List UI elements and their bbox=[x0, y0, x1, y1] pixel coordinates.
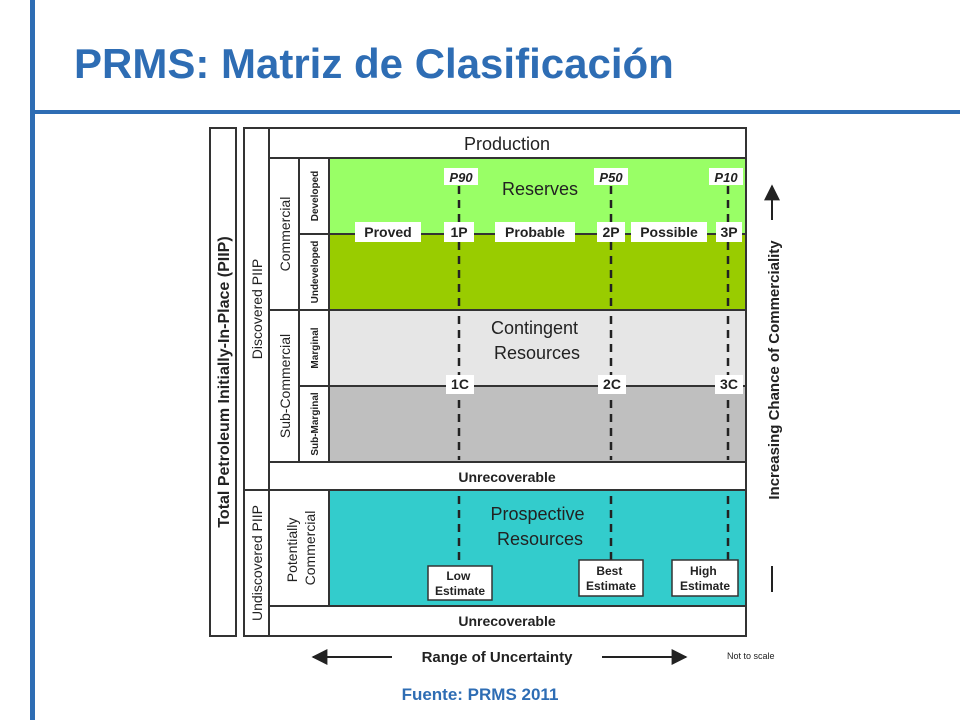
increasing-chance-label: Increasing Chance of Commerciality bbox=[766, 240, 783, 500]
high-estimate-label: High Estimate bbox=[680, 564, 730, 593]
commercial-line: Commercial bbox=[302, 511, 318, 586]
2c-label-bg bbox=[598, 375, 626, 394]
proved-label: Proved bbox=[364, 224, 411, 240]
production-label: Production bbox=[464, 134, 550, 154]
developed-label: Developed bbox=[310, 171, 321, 222]
possible-label: Possible bbox=[640, 224, 698, 240]
prospective-line-1: Prospective bbox=[490, 504, 584, 524]
3c-label: 3C bbox=[720, 376, 738, 392]
contingent-submarginal-band bbox=[328, 385, 747, 463]
3c-label-bg bbox=[715, 375, 743, 394]
low-estimate-line-1: Low bbox=[446, 569, 471, 583]
contingent-marginal-band bbox=[328, 309, 747, 387]
best-estimate-line-1: Best bbox=[596, 564, 622, 578]
best-estimate-box bbox=[578, 559, 644, 597]
p50-label-bg bbox=[594, 168, 628, 185]
p50-label: P50 bbox=[599, 170, 623, 185]
p10-label-bg bbox=[709, 168, 743, 185]
undiscovered-piip-label: Undiscovered PIIP bbox=[249, 505, 265, 621]
total-piip-box bbox=[209, 127, 237, 637]
page-title: PRMS: Matriz de Clasificación bbox=[74, 40, 674, 87]
unrecoverable-row-undiscovered bbox=[268, 605, 747, 637]
p90-label: P90 bbox=[449, 170, 473, 185]
contingent-line-1: Contingent bbox=[491, 318, 578, 338]
prospective-line-2: Resources bbox=[497, 529, 583, 549]
undeveloped-label-cell bbox=[298, 233, 330, 311]
low-estimate-box bbox=[427, 565, 493, 601]
title-underline bbox=[30, 110, 960, 114]
reserves-label: Reserves bbox=[502, 179, 578, 199]
commercial-label: Commercial bbox=[277, 197, 293, 272]
high-estimate-line-1: High bbox=[690, 564, 717, 578]
production-row bbox=[268, 127, 747, 159]
prospective-label: Prospective Resources bbox=[490, 504, 589, 549]
not-to-scale-label: Not to scale bbox=[727, 651, 775, 661]
left-accent-bar bbox=[30, 0, 35, 720]
1p-label-bg bbox=[444, 222, 474, 242]
potentially-commercial-label: Potentially Commercial bbox=[284, 511, 318, 586]
low-estimate-label: Low Estimate bbox=[435, 569, 485, 598]
1c-label: 1C bbox=[451, 376, 469, 392]
total-piip-label: Total Petroleum Initially-In-Place (PIIP… bbox=[216, 236, 233, 527]
undeveloped-label: Undeveloped bbox=[310, 241, 321, 304]
marginal-label: Marginal bbox=[310, 327, 321, 368]
3p-label-bg bbox=[716, 222, 742, 242]
p10-label: P10 bbox=[714, 170, 738, 185]
unrecoverable-label-2: Unrecoverable bbox=[458, 613, 555, 629]
high-estimate-box bbox=[671, 559, 739, 597]
proved-label-bg bbox=[355, 222, 421, 242]
discovered-piip-box bbox=[243, 127, 270, 491]
high-estimate-line-2: Estimate bbox=[680, 579, 730, 593]
discovered-piip-label: Discovered PIIP bbox=[249, 259, 265, 359]
p90-label-bg bbox=[444, 168, 478, 185]
low-estimate-line-2: Estimate bbox=[435, 584, 485, 598]
probable-label: Probable bbox=[505, 224, 565, 240]
contingent-label: Contingent Resources bbox=[491, 318, 583, 363]
2p-label-bg bbox=[597, 222, 625, 242]
reserves-developed-band bbox=[328, 157, 747, 235]
1p-label: 1P bbox=[450, 224, 467, 240]
reserves-undeveloped-band bbox=[328, 233, 747, 311]
1c-label-bg bbox=[446, 375, 474, 394]
undiscovered-piip-box bbox=[243, 489, 270, 637]
2c-label: 2C bbox=[603, 376, 621, 392]
contingent-line-2: Resources bbox=[494, 343, 580, 363]
sub-marginal-label: Sub-Marginal bbox=[310, 392, 321, 456]
possible-label-bg bbox=[631, 222, 707, 242]
best-estimate-label: Best Estimate bbox=[586, 564, 636, 593]
3p-label: 3P bbox=[720, 224, 737, 240]
unrecoverable-label-1: Unrecoverable bbox=[458, 469, 555, 485]
potentially-line: Potentially bbox=[284, 518, 300, 583]
sub-commercial-label-cell bbox=[268, 309, 300, 463]
probable-label-bg bbox=[495, 222, 575, 242]
source-caption: Fuente: PRMS 2011 bbox=[401, 685, 559, 704]
range-of-uncertainty-label: Range of Uncertainty bbox=[422, 649, 574, 666]
sub-commercial-label: Sub-Commercial bbox=[277, 334, 293, 438]
best-estimate-line-2: Estimate bbox=[586, 579, 636, 593]
2p-label: 2P bbox=[602, 224, 619, 240]
